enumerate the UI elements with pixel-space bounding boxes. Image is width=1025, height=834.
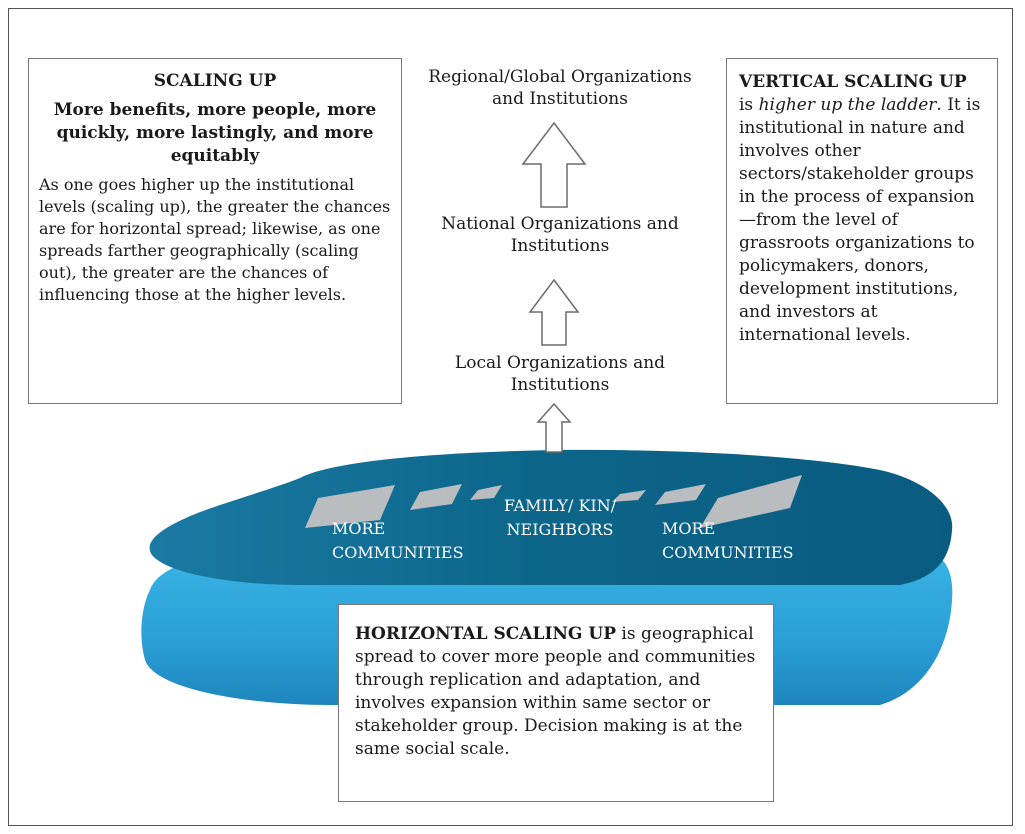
arrow-vertical-top <box>521 121 587 208</box>
vertical-scaling-up-box: VERTICAL SCALING UP is higher up the lad… <box>726 58 998 404</box>
scaling-up-title: SCALING UP <box>153 71 277 91</box>
vertical-is-word: is <box>739 95 759 115</box>
figure-frame <box>8 8 1013 826</box>
arrow-vertical-bottom <box>536 402 572 453</box>
level-regional-global: Regional/Global Organizations and Instit… <box>428 67 692 109</box>
horizontal-scaling-up-body: is geographical spread to cover more peo… <box>355 624 756 759</box>
vertical-scaling-up-body: . It is institutional in nature and invo… <box>739 95 981 345</box>
horizontal-scaling-up-box: HORIZONTAL SCALING UP is geographical sp… <box>338 604 774 802</box>
horizontal-scaling-up-title: HORIZONTAL SCALING UP <box>355 624 616 644</box>
label-family-kin-neighbors: FAMILY/ KIN/ NEIGHBORS <box>503 496 617 539</box>
level-local: Local Organizations and Institutions <box>454 353 666 395</box>
level-national: National Organizations and Institutions <box>441 214 679 256</box>
label-more-communities-left: MORE COMMUNITIES <box>332 519 464 562</box>
arrow-horizontal-left-medium <box>410 484 462 510</box>
arrow-horizontal-right-small <box>612 490 646 502</box>
label-more-communities-right: MORE COMMUNITIES <box>662 519 794 562</box>
arrow-horizontal-right-medium <box>655 484 706 505</box>
vertical-scaling-up-title: VERTICAL SCALING UP <box>739 72 967 92</box>
horizontal-scaling-up-text: HORIZONTAL SCALING UP is geographical sp… <box>355 623 757 761</box>
arrow-horizontal-right-large <box>700 475 802 528</box>
scaling-up-box: SCALING UP More benefits, more people, m… <box>28 58 402 404</box>
scaling-up-body: As one goes higher up the institutional … <box>39 175 391 304</box>
platform-top <box>149 449 953 585</box>
arrow-horizontal-left-large <box>305 485 395 528</box>
arrow-horizontal-left-small <box>470 485 502 500</box>
vertical-scaling-up-text: VERTICAL SCALING UP is higher up the lad… <box>739 71 985 347</box>
arrow-vertical-middle <box>528 278 580 346</box>
vertical-italic-phrase: higher up the ladder <box>758 95 937 115</box>
scaling-up-subtitle: More benefits, more people, more quickly… <box>53 100 377 166</box>
